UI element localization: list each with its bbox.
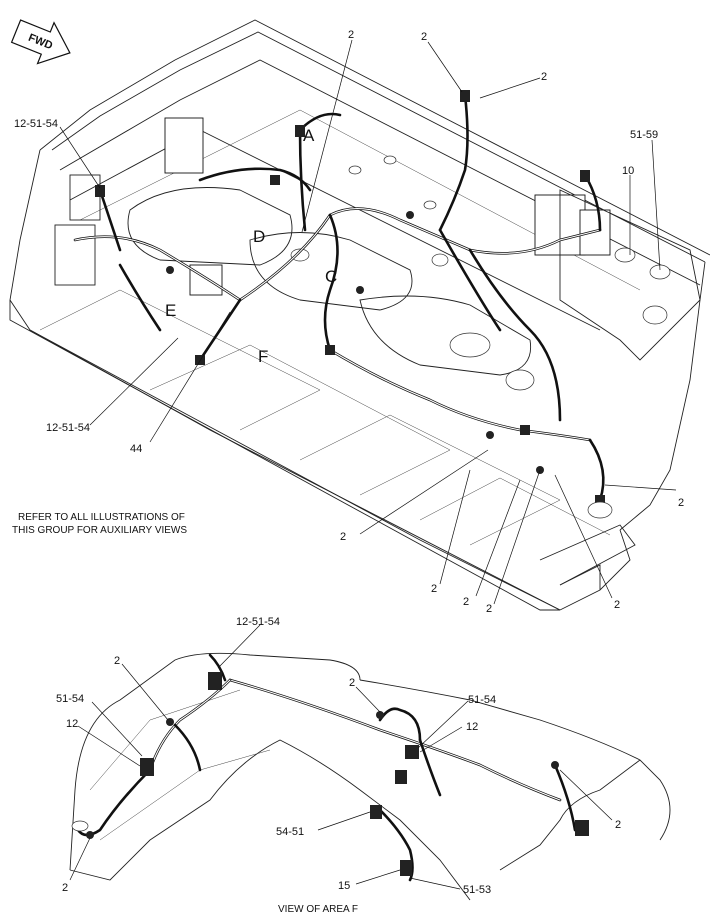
callout-2: 2 bbox=[431, 583, 437, 595]
detail-leader-lines bbox=[69, 624, 613, 890]
callout-2: 2 bbox=[463, 596, 469, 608]
area-label-e: E bbox=[165, 301, 176, 320]
area-label-a: A bbox=[303, 126, 315, 145]
forward-arrow-icon: FWD bbox=[10, 19, 71, 65]
callout-51-59: 51-59 bbox=[630, 129, 658, 141]
callout-2: 2 bbox=[541, 71, 547, 83]
detail-caption: VIEW OF AREA F bbox=[278, 904, 358, 915]
detail-callout-2: 2 bbox=[349, 677, 355, 689]
detail-callout-2: 2 bbox=[114, 655, 120, 667]
detail-callout-12: 12 bbox=[466, 721, 478, 733]
callout-2: 2 bbox=[421, 31, 427, 43]
area-label-c: C bbox=[325, 267, 337, 286]
note-line-2: THIS GROUP FOR AUXILIARY VIEWS bbox=[12, 525, 187, 536]
callout-10: 10 bbox=[622, 165, 634, 177]
area-label-d: D bbox=[253, 227, 265, 246]
detail-callout-2: 2 bbox=[62, 882, 68, 894]
detail-callouts: 12-51-54 2 51-54 12 2 51-54 12 2 54-51 1… bbox=[56, 616, 621, 896]
detail-callout-51-54: 51-54 bbox=[468, 694, 496, 706]
main-wiring-harness bbox=[73, 90, 613, 519]
detail-callout-12-51-54: 12-51-54 bbox=[236, 616, 280, 628]
detail-callout-15: 15 bbox=[338, 880, 350, 892]
main-leader-lines bbox=[59, 39, 677, 605]
callout-2: 2 bbox=[678, 497, 684, 509]
detail-callout-51-54: 51-54 bbox=[56, 693, 84, 705]
callout-2: 2 bbox=[348, 29, 354, 41]
area-label-f: F bbox=[258, 347, 268, 366]
callout-2: 2 bbox=[340, 531, 346, 543]
detail-callout-54-51: 54-51 bbox=[276, 826, 304, 838]
detail-callout-12: 12 bbox=[66, 718, 78, 730]
detail-callout-2: 2 bbox=[615, 819, 621, 831]
callout-44: 44 bbox=[130, 443, 142, 455]
callout-2: 2 bbox=[486, 603, 492, 615]
note-line-1: REFER TO ALL ILLUSTRATIONS OF bbox=[18, 512, 185, 523]
main-callouts: 2 2 2 12-51-54 51-59 10 12-51-54 44 2 2 … bbox=[14, 29, 684, 615]
callout-12-51-54: 12-51-54 bbox=[14, 118, 58, 130]
detail-callout-51-53: 51-53 bbox=[463, 884, 491, 896]
callout-12-51-54: 12-51-54 bbox=[46, 422, 90, 434]
callout-2: 2 bbox=[614, 599, 620, 611]
detail-view-area-f bbox=[69, 652, 671, 901]
reference-note: REFER TO ALL ILLUSTRATIONS OF THIS GROUP… bbox=[12, 512, 187, 536]
